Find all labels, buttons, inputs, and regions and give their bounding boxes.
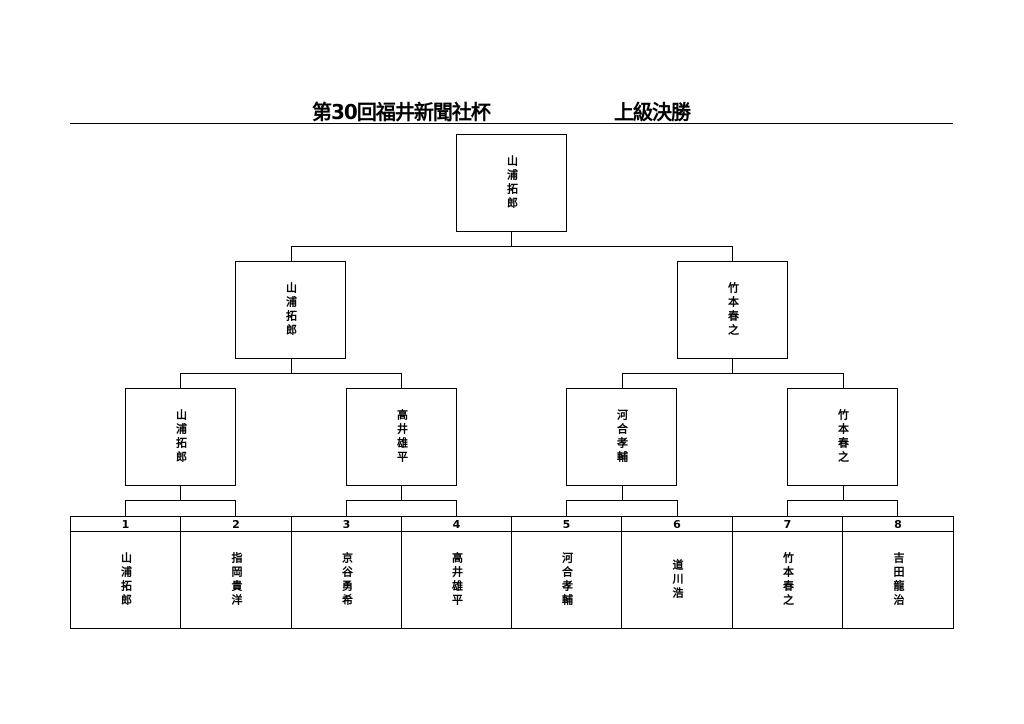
- entrant-name: 高井雄平: [450, 552, 464, 608]
- bracket-line: [622, 373, 624, 388]
- entrant-name-cell: 京谷勇希: [291, 531, 402, 629]
- bracket-line: [843, 486, 845, 500]
- bracket-line: [346, 500, 348, 516]
- entrant-seed-cell: 2: [180, 516, 292, 532]
- event-title: 第30回福井新聞社杯: [312, 100, 491, 124]
- entrant-name: 指岡貴洋: [230, 552, 243, 608]
- champion-box: 山浦拓郎: [456, 134, 567, 232]
- bracket-line: [401, 373, 403, 388]
- bracket-line: [346, 500, 457, 502]
- entrant-name-cell: 吉田龍治: [842, 531, 954, 629]
- bracket-line: [566, 500, 568, 516]
- bracket-line: [291, 358, 293, 373]
- quarterfinal-box-3: 河合孝輔: [566, 388, 677, 486]
- bracket-line: [511, 232, 513, 246]
- entrant-seed-cell: 5: [511, 516, 622, 532]
- bracket-line: [180, 373, 402, 375]
- bracket-line: [291, 246, 733, 248]
- bracket-line: [843, 373, 845, 388]
- champion-name: 山浦拓郎: [505, 155, 519, 211]
- bracket-line: [732, 358, 734, 373]
- semifinal-box-2: 竹本春之: [677, 261, 788, 359]
- bracket-line: [787, 500, 789, 516]
- quarterfinal-name: 河合孝輔: [615, 409, 629, 465]
- quarterfinal-name: 高井雄平: [395, 409, 409, 465]
- seed-number: 3: [342, 517, 351, 531]
- bracket-line: [622, 486, 624, 500]
- entrant-name-cell: 道川浩: [621, 531, 733, 629]
- seed-number: 5: [562, 517, 571, 531]
- entrant-seed-cell: 8: [842, 516, 954, 532]
- seed-number: 1: [121, 517, 130, 531]
- semifinal-box-1: 山浦拓郎: [235, 261, 346, 359]
- bracket-line: [235, 500, 237, 516]
- seed-number: 7: [783, 517, 792, 531]
- bracket-line: [180, 373, 182, 388]
- quarterfinal-name: 山浦拓郎: [174, 409, 188, 465]
- quarterfinal-box-4: 竹本春之: [787, 388, 898, 486]
- entrant-name-cell: 河合孝輔: [511, 531, 622, 629]
- semifinal-name: 山浦拓郎: [284, 282, 298, 338]
- entrant-name: 河合孝輔: [560, 552, 574, 608]
- entrant-name-cell: 指岡貴洋: [180, 531, 292, 629]
- entrant-name: 山浦拓郎: [119, 552, 133, 608]
- seed-number: 8: [894, 517, 902, 531]
- entrant-name-cell: 山浦拓郎: [70, 531, 181, 629]
- bracket-line: [677, 500, 679, 516]
- bracket-line: [897, 500, 899, 516]
- semifinal-name: 竹本春之: [726, 282, 740, 338]
- bracket-line: [291, 246, 293, 261]
- entrant-seed-cell: 4: [401, 516, 512, 532]
- entrant-seed-cell: 7: [732, 516, 843, 532]
- bracket-line: [125, 500, 236, 502]
- title-rule: [70, 123, 953, 124]
- bracket-line: [787, 500, 898, 502]
- entrant-seed-cell: 3: [291, 516, 402, 532]
- quarterfinal-name: 竹本春之: [836, 409, 850, 465]
- bracket-line: [622, 373, 844, 375]
- quarterfinal-box-1: 山浦拓郎: [125, 388, 236, 486]
- bracket-line: [180, 486, 182, 500]
- seed-number: 6: [673, 517, 681, 531]
- division-title: 上級決勝: [614, 100, 691, 124]
- quarterfinal-box-2: 高井雄平: [346, 388, 457, 486]
- entrant-seed-cell: 6: [621, 516, 733, 532]
- entrant-name: 道川浩: [671, 559, 684, 601]
- bracket-line: [401, 486, 403, 500]
- seed-number: 2: [232, 517, 240, 531]
- entrant-name-cell: 高井雄平: [401, 531, 512, 629]
- entrant-name: 京谷勇希: [340, 552, 354, 608]
- entrant-seed-cell: 1: [70, 516, 181, 532]
- entrant-name: 吉田龍治: [892, 552, 905, 608]
- entrant-name-cell: 竹本春之: [732, 531, 843, 629]
- bracket-line: [732, 246, 734, 261]
- seed-number: 4: [452, 517, 461, 531]
- bracket-line: [566, 500, 678, 502]
- bracket-line: [125, 500, 127, 516]
- bracket-line: [456, 500, 458, 516]
- entrant-name: 竹本春之: [781, 552, 795, 608]
